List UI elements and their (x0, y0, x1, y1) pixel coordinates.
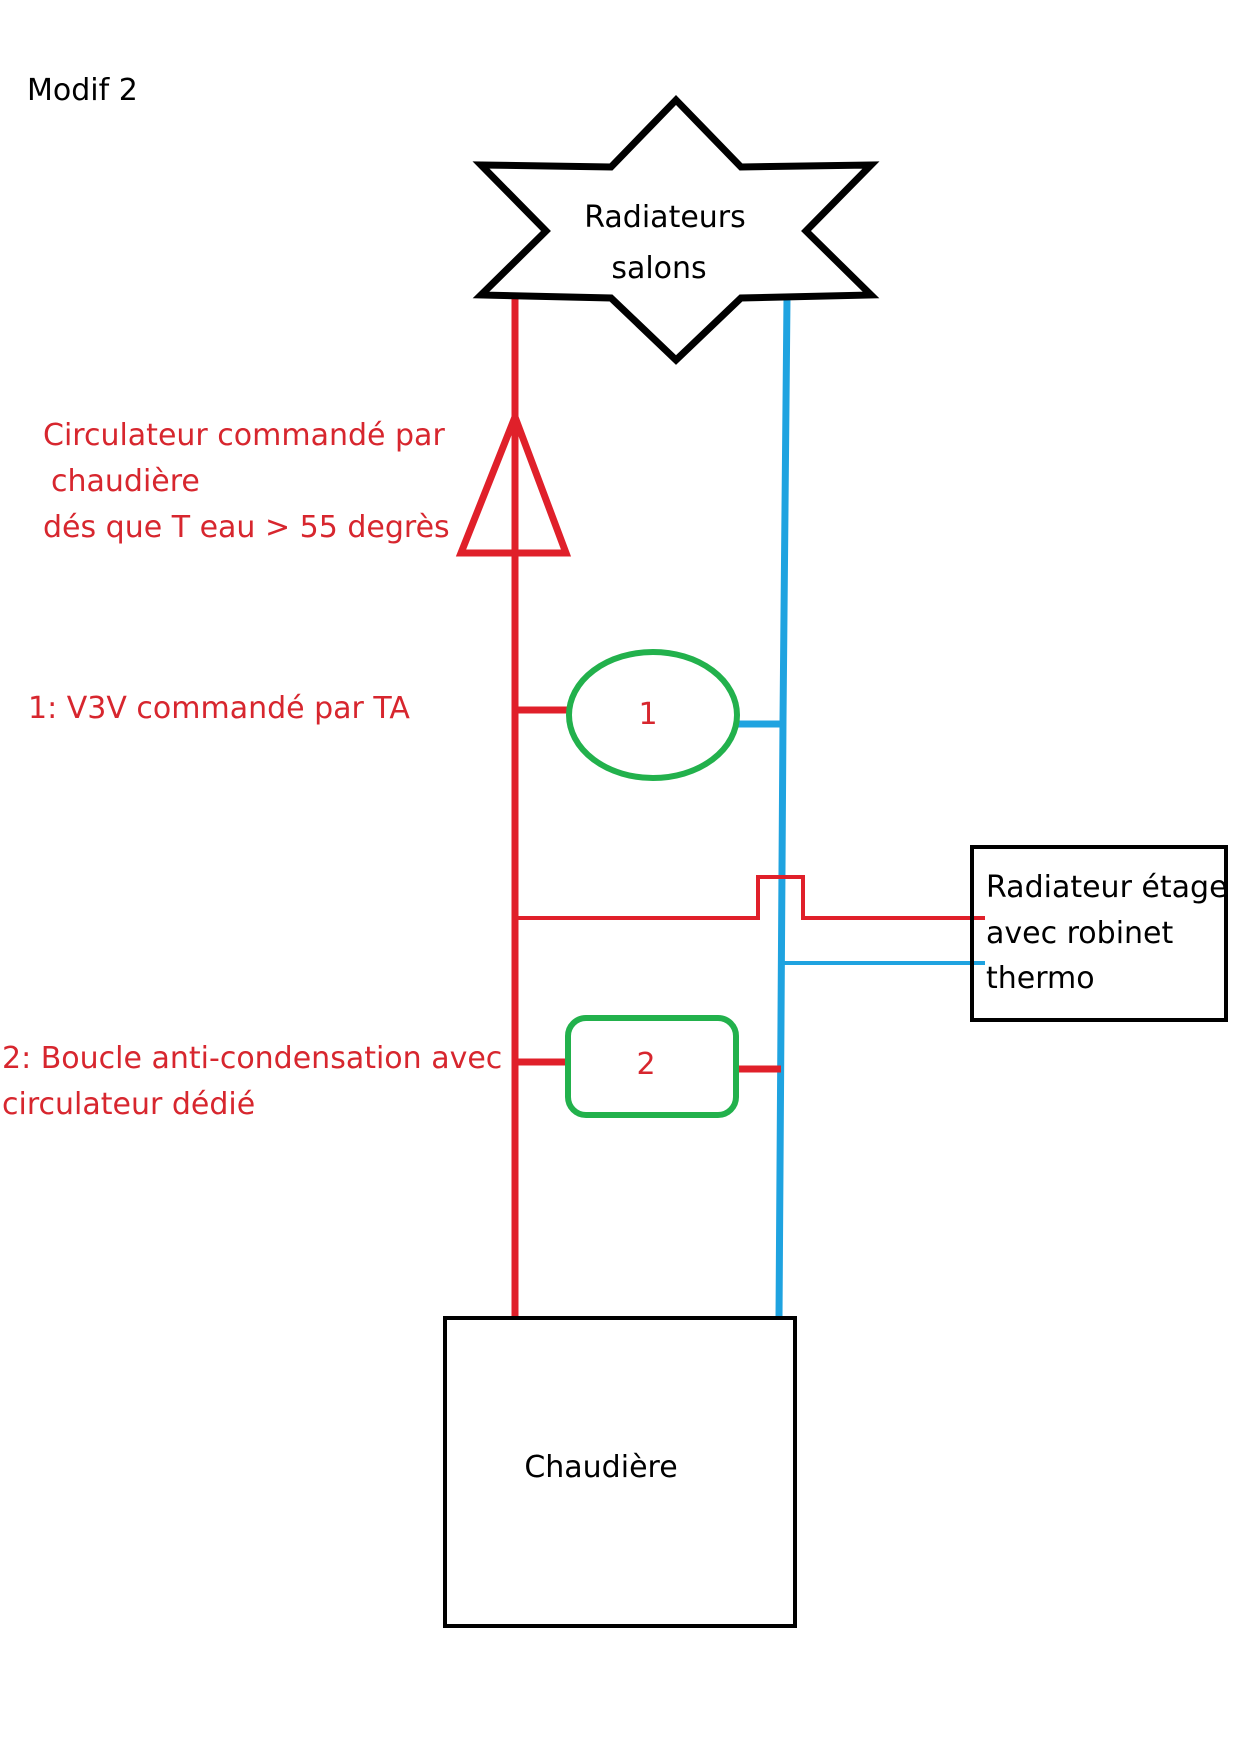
boucle-number: 2 (636, 1047, 655, 1082)
chaudiere-box (443, 1316, 797, 1628)
circulator-annotation-line-3: dés que T eau > 55 degrès (43, 510, 450, 545)
radiateur-etage-box (970, 845, 1228, 1022)
radiators-salons-star (472, 94, 880, 365)
hot-branch-etage (515, 875, 985, 920)
boucle-annotation-line-2: circulateur dédié (2, 1087, 255, 1122)
radiators-salons-label-1: Radiateurs (584, 200, 746, 235)
radiators-salons-label-2: salons (611, 251, 706, 286)
circulator-annotation-line-1: Circulateur commandé par (43, 418, 445, 453)
boucle-annotation-line-1: 2: Boucle anti-condensation avec (2, 1041, 502, 1076)
v3v-valve-ellipse (566, 649, 740, 781)
v3v-number: 1 (638, 697, 657, 732)
page-title: Modif 2 (27, 73, 138, 108)
cold-pipe-main (775, 297, 791, 1319)
boucle-anti-condensation-box (565, 1015, 739, 1118)
v3v-annotation: 1: V3V commandé par TA (28, 691, 410, 726)
radiateur-etage-label-1: Radiateur étage (986, 870, 1228, 905)
radiateur-etage-label-3: thermo (986, 961, 1095, 996)
radiateur-etage-label-2: avec robinet (986, 916, 1174, 951)
circulator-pump-triangle-icon (455, 407, 572, 557)
chaudiere-label: Chaudière (524, 1450, 677, 1485)
circulator-annotation-line-2: chaudière (51, 464, 200, 499)
